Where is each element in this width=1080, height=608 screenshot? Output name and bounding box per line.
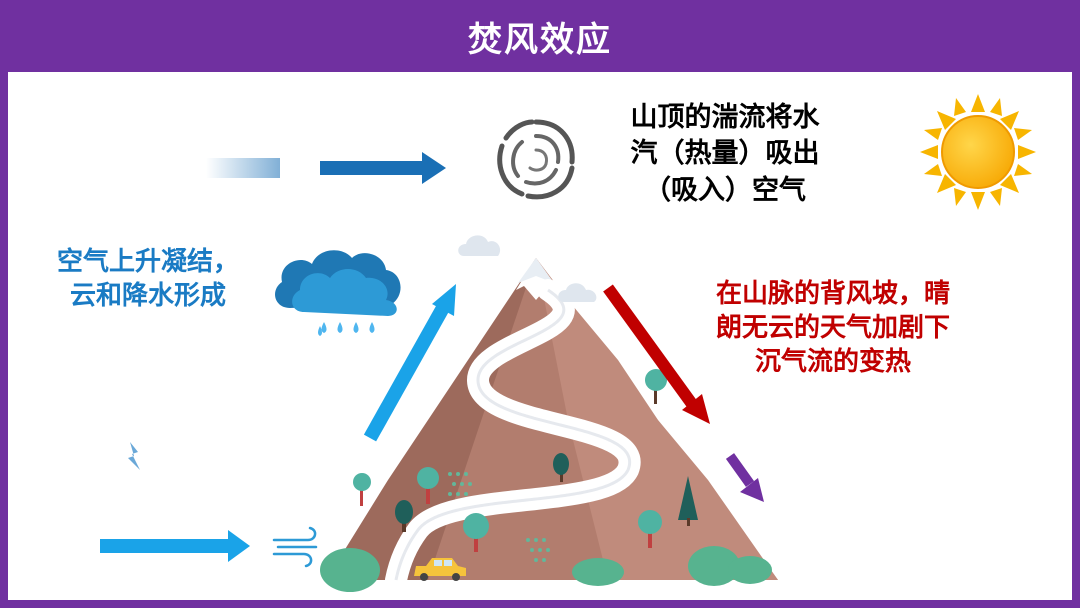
exit-arrow: [725, 453, 764, 502]
windward-text-line-2: 云和降水形成: [69, 280, 226, 311]
downslope-arrow: [603, 284, 710, 424]
summit-text-line-2: 汽（热量）吸出: [630, 138, 820, 170]
summit-turbulence-text: 山顶的湍流将水 汽（热量）吸出 （吸入）空气: [580, 100, 870, 209]
vortex-icon: [497, 119, 575, 200]
slide-title: 焚风效应: [468, 19, 612, 60]
leeward-text-line-3: 沉气流的变热: [754, 346, 911, 377]
windward-text-line-1: 空气上升凝结，: [56, 247, 239, 277]
top-airflow-arrow: [206, 152, 446, 184]
sun-icon: [920, 94, 1036, 210]
car-icon: [414, 558, 466, 581]
windward-text: 空气上升凝结， 云和降水形成: [28, 246, 268, 314]
upslope-arrow: [363, 284, 456, 442]
summit-text-line-3: （吸入）空气: [644, 174, 806, 206]
diagram-scene: [100, 94, 1036, 592]
wind-icon: [272, 526, 318, 568]
title-bar: 焚风效应: [8, 0, 1072, 72]
leeward-text-line-1: 在山脉的背风坡，晴: [715, 279, 950, 309]
tree-icon: [353, 369, 698, 552]
summit-text-line-1: 山顶的湍流将水: [630, 102, 820, 133]
leeward-text: 在山脉的背风坡，晴 朗无云的天气加剧下 沉气流的变热: [668, 278, 998, 379]
mountain: [326, 258, 778, 591]
grass-dots: [448, 472, 550, 562]
inflow-arrow: [100, 530, 250, 562]
rain-cloud-icon: [275, 250, 401, 336]
bushes: [320, 546, 772, 592]
cloud-icon: [458, 235, 597, 302]
lightning-icon: [128, 442, 140, 470]
leeward-text-line-2: 朗无云的天气加剧下: [715, 312, 950, 343]
